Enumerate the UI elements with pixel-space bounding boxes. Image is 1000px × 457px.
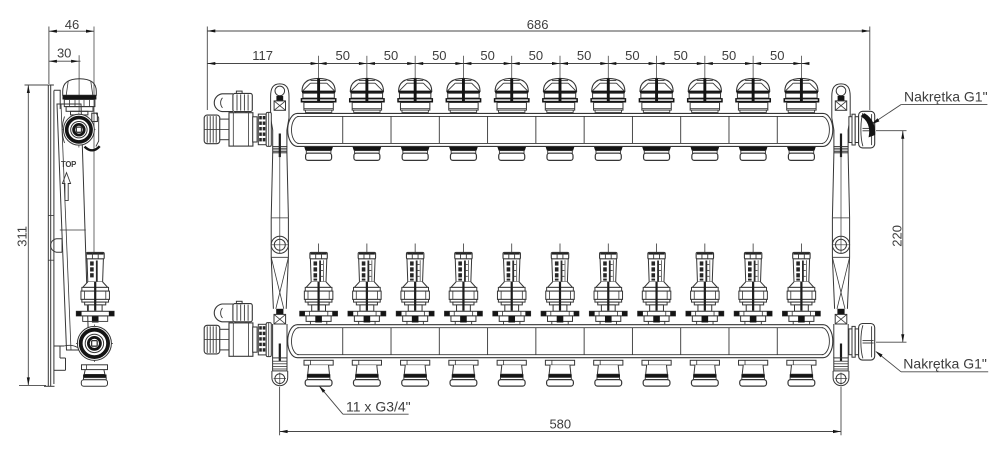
svg-text:220: 220 xyxy=(890,225,905,247)
svg-text:50: 50 xyxy=(722,48,736,63)
svg-text:50: 50 xyxy=(673,48,687,63)
svg-text:11 x G3/4": 11 x G3/4" xyxy=(346,399,411,415)
svg-text:50: 50 xyxy=(529,48,543,63)
svg-text:TOP: TOP xyxy=(61,160,76,169)
svg-text:117: 117 xyxy=(252,48,273,63)
svg-text:46: 46 xyxy=(65,17,79,32)
svg-text:50: 50 xyxy=(432,48,446,63)
svg-text:Nakrętka G1": Nakrętka G1" xyxy=(904,88,988,104)
svg-text:50: 50 xyxy=(577,48,591,63)
svg-text:311: 311 xyxy=(15,226,30,247)
svg-text:50: 50 xyxy=(770,48,784,63)
svg-text:50: 50 xyxy=(480,48,494,63)
svg-text:50: 50 xyxy=(336,48,350,63)
svg-text:Nakrętka G1": Nakrętka G1" xyxy=(903,356,987,372)
svg-text:50: 50 xyxy=(384,48,398,63)
svg-text:580: 580 xyxy=(549,417,571,432)
svg-text:50: 50 xyxy=(625,48,639,63)
svg-text:686: 686 xyxy=(527,17,549,32)
svg-text:30: 30 xyxy=(57,46,71,61)
